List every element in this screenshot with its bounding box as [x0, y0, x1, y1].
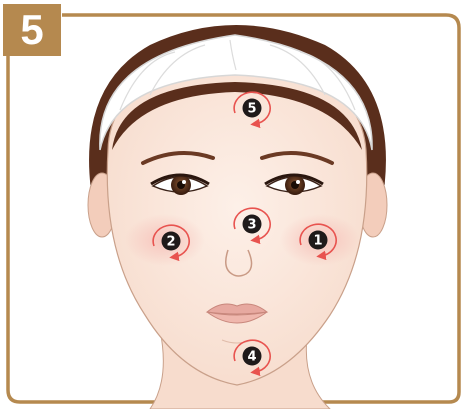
marker-number: 1 — [313, 234, 322, 249]
marker-number: 2 — [166, 235, 175, 250]
marker-number: 3 — [247, 218, 256, 233]
marker-number: 5 — [247, 102, 256, 117]
marker-number: 4 — [247, 350, 256, 365]
step-number: 5 — [20, 6, 43, 53]
step-badge: 5 — [3, 4, 61, 56]
